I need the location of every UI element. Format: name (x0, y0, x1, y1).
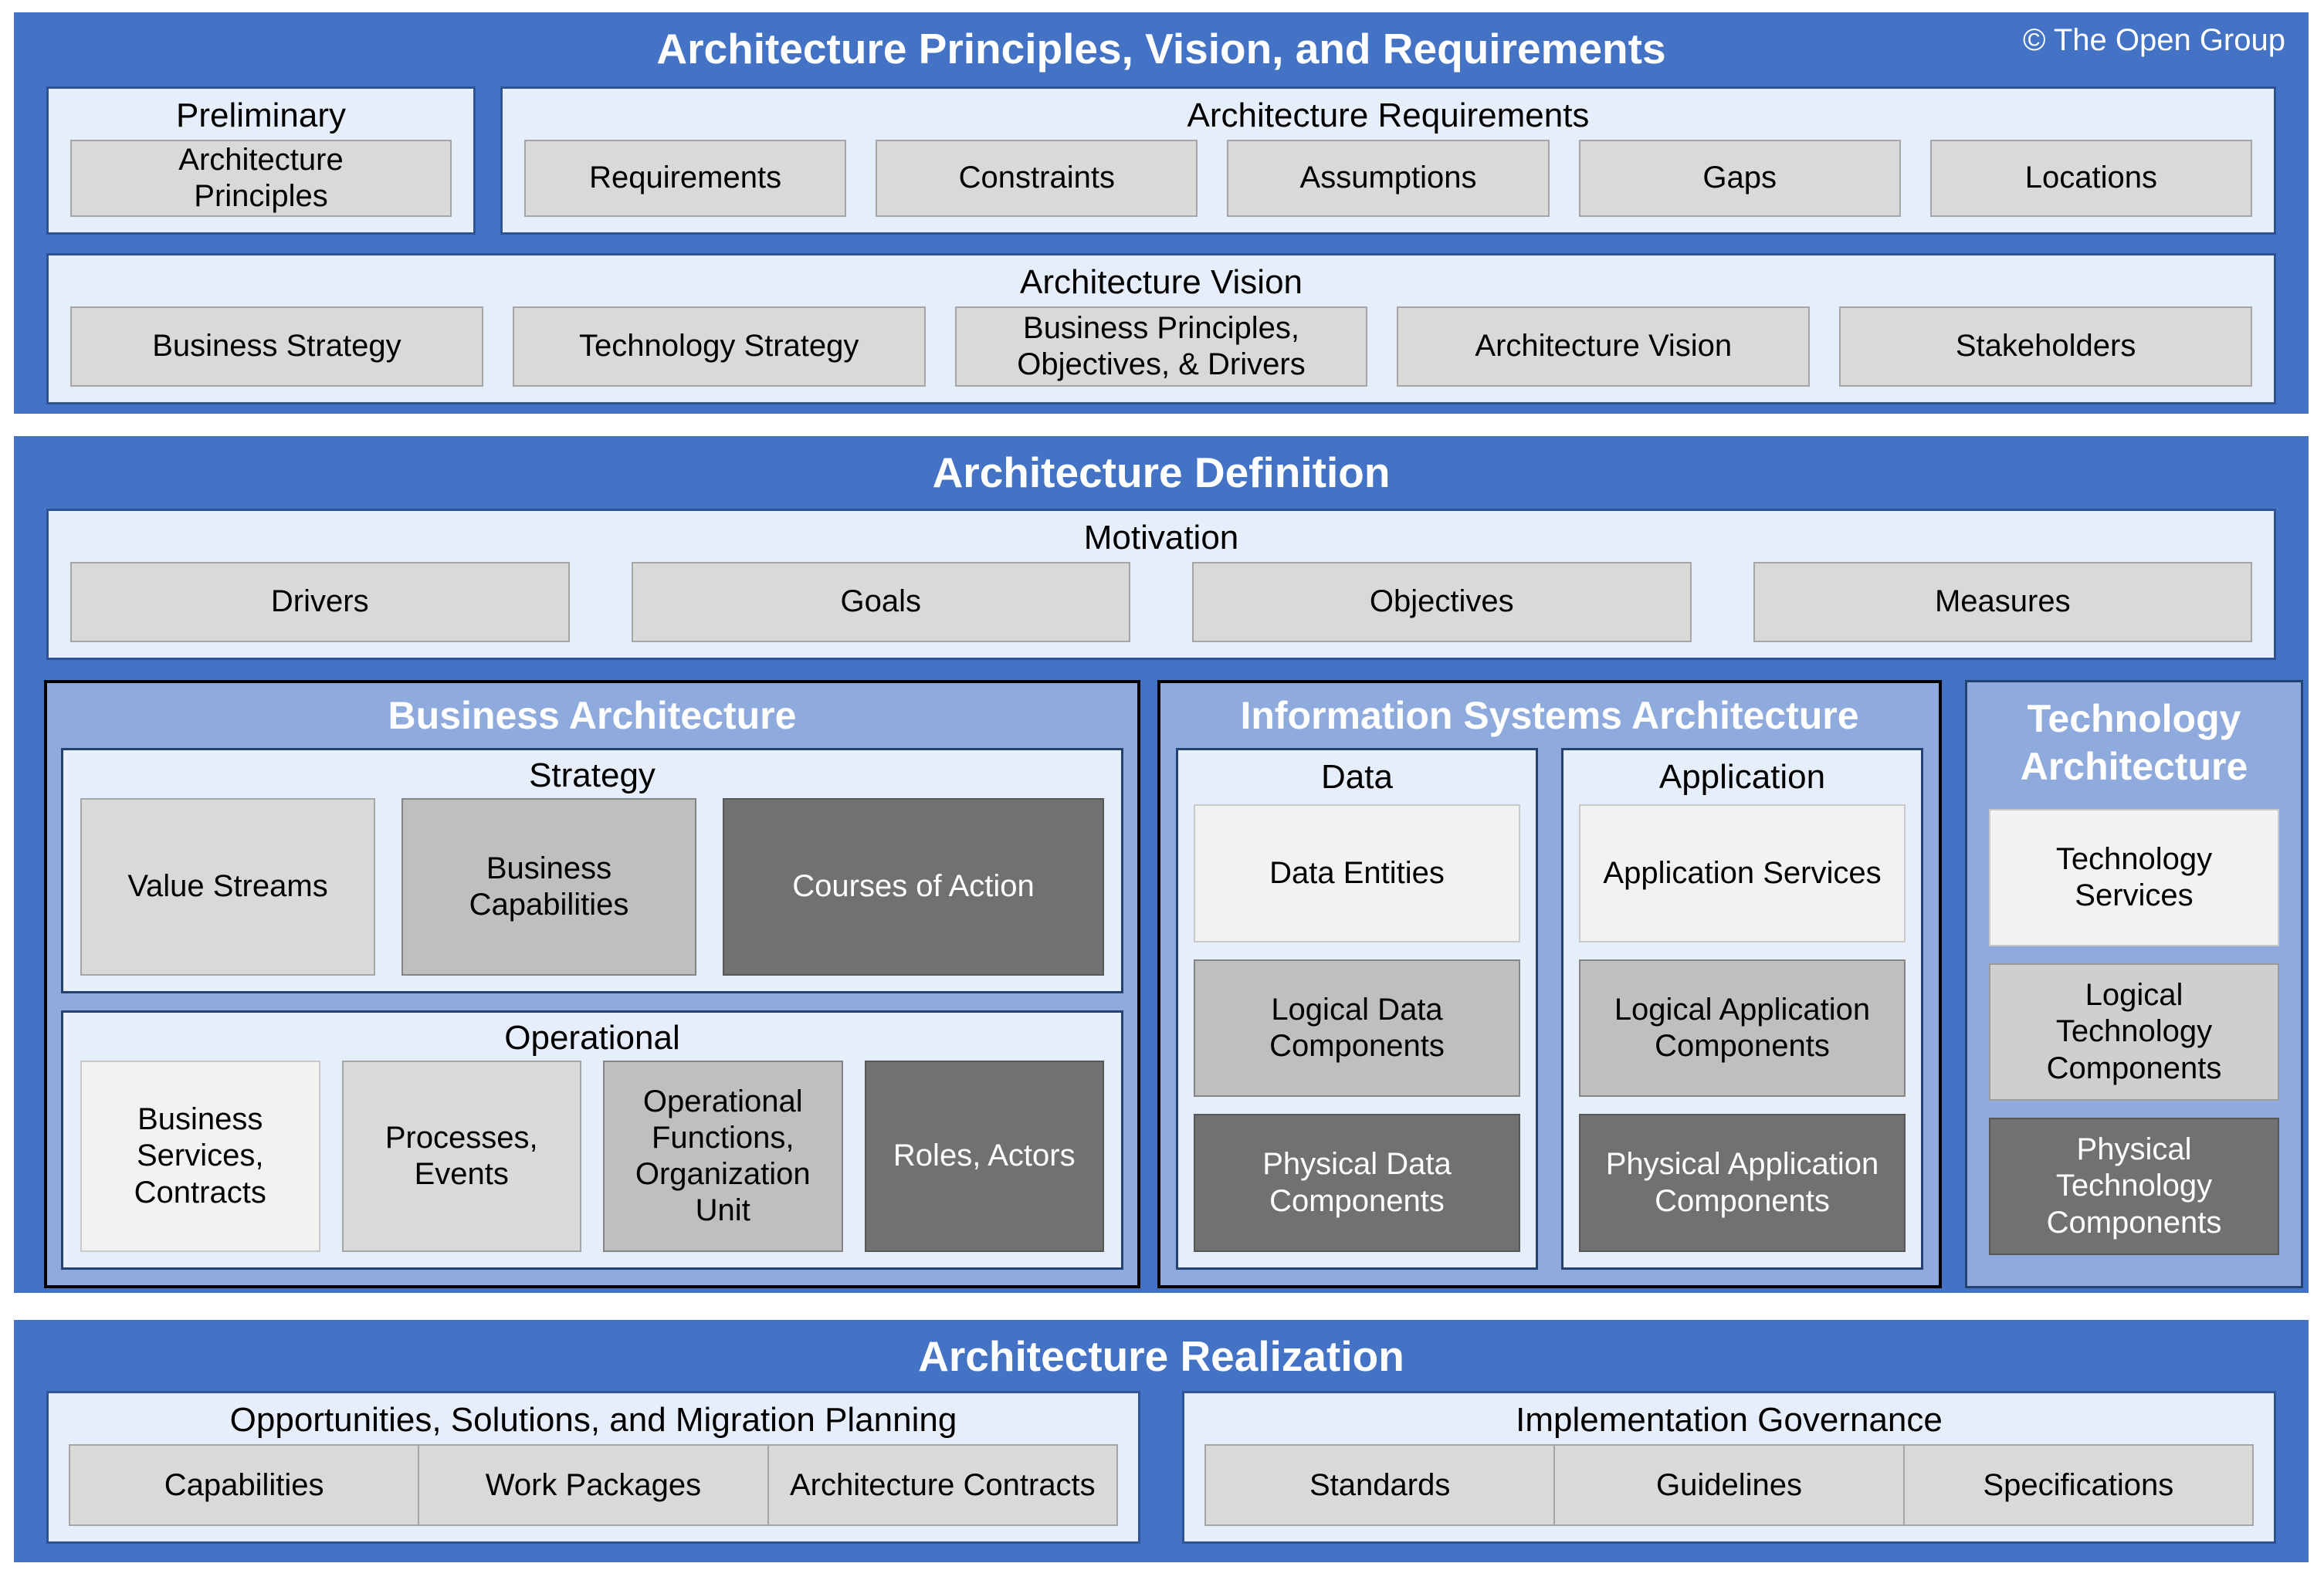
box-constraints: Constraints (876, 140, 1198, 217)
panel-label-opportunities: Opportunities, Solutions, and Migration … (229, 1401, 957, 1439)
box-locations: Locations (1929, 140, 2253, 217)
box-logical-technology-components: Logical Technology Components (1989, 963, 2279, 1101)
box-logical-data-components: Logical Data Components (1194, 959, 1520, 1098)
copyright-notice: © The Open Group (2022, 23, 2285, 57)
panel-label-preliminary: Preliminary (175, 96, 347, 134)
box-architecture-contracts: Architecture Contracts (767, 1444, 1118, 1526)
panel-label-motivation: Motivation (1083, 519, 1239, 557)
section-title-definition: Architecture Definition (932, 448, 1391, 496)
operational-boxes: Business Services, Contracts Processes, … (63, 1061, 1121, 1267)
panel-architecture-vision: Architecture Vision Business Strategy Te… (46, 253, 2276, 404)
section-title-realization: Architecture Realization (918, 1332, 1404, 1380)
data-boxes: Data Entities Logical Data Components Ph… (1194, 804, 1520, 1253)
box-application-services: Application Services (1579, 804, 1906, 942)
opportunities-boxes: Capabilities Work Packages Architecture … (69, 1444, 1118, 1526)
panel-motivation: Motivation Drivers Goals Objectives Meas… (46, 509, 2276, 660)
panel-technology-architecture: Technology Architecture Technology Servi… (1965, 680, 2303, 1288)
box-work-packages: Work Packages (418, 1444, 769, 1526)
panel-business-architecture: Business Architecture Strategy Value Str… (44, 680, 1140, 1288)
panel-architecture-requirements: Architecture Requirements Requirements C… (500, 86, 2276, 235)
box-business-services-contracts: Business Services, Contracts (80, 1061, 320, 1252)
strategy-boxes: Value Streams Business Capabilities Cour… (63, 798, 1121, 991)
isa-columns: Data Data Entities Logical Data Componen… (1176, 748, 1923, 1270)
panel-label-operational: Operational (504, 1019, 680, 1057)
business-architecture-title: Business Architecture (388, 694, 797, 737)
technology-architecture-title: Technology Architecture (2020, 697, 2248, 788)
box-technology-services: Technology Services (1989, 809, 2279, 946)
application-boxes: Application Services Logical Application… (1579, 804, 1906, 1253)
panel-operational: Operational Business Services, Contracts… (61, 1010, 1123, 1270)
panel-label-application: Application (1658, 758, 1826, 796)
section-architecture-realization: Architecture Realization Opportunities, … (14, 1320, 2309, 1562)
box-processes-events: Processes, Events (341, 1061, 581, 1252)
box-objectives: Objectives (1192, 562, 1692, 642)
panel-strategy: Strategy Value Streams Business Capabili… (61, 748, 1123, 993)
box-data-entities: Data Entities (1194, 804, 1520, 942)
box-specifications: Specifications (1902, 1444, 2254, 1526)
section-architecture-definition: Architecture Definition Motivation Drive… (14, 436, 2309, 1293)
panel-application: Application Application Services Logical… (1561, 748, 1923, 1270)
box-business-capabilities: Business Capabilities (401, 798, 696, 976)
box-business-strategy: Business Strategy (70, 306, 483, 387)
box-architecture-principles: Architecture Principles (70, 140, 452, 217)
box-standards: Standards (1204, 1444, 1556, 1526)
box-roles-actors: Roles, Actors (864, 1061, 1104, 1252)
panel-label-architecture-requirements: Architecture Requirements (1187, 96, 1590, 134)
box-operational-functions-organization-unit: Operational Functions, Organization Unit (603, 1061, 843, 1252)
panel-label-data: Data (1321, 758, 1393, 796)
governance-boxes: Standards Guidelines Specifications (1204, 1444, 2254, 1526)
panel-data: Data Data Entities Logical Data Componen… (1176, 748, 1538, 1270)
motivation-boxes: Drivers Goals Objectives Measures (49, 562, 2274, 658)
panel-label-implementation-governance: Implementation Governance (1516, 1401, 1943, 1439)
box-logical-application-components: Logical Application Components (1579, 959, 1906, 1098)
box-assumptions: Assumptions (1227, 140, 1550, 217)
vision-boxes: Business Strategy Technology Strategy Bu… (49, 306, 2274, 402)
box-value-streams: Value Streams (80, 798, 375, 976)
box-stakeholders: Stakeholders (1839, 306, 2252, 387)
requirements-boxes: Requirements Constraints Assumptions Gap… (503, 140, 2274, 232)
box-physical-technology-components: Physical Technology Components (1989, 1118, 2279, 1255)
box-requirements: Requirements (524, 140, 847, 217)
box-goals: Goals (631, 562, 1130, 642)
section-principles-vision-requirements: Architecture Principles, Vision, and Req… (14, 12, 2309, 414)
box-drivers: Drivers (70, 562, 570, 642)
box-physical-data-components: Physical Data Components (1194, 1114, 1520, 1253)
box-measures: Measures (1753, 562, 2252, 642)
box-architecture-vision: Architecture Vision (1397, 306, 1811, 387)
row-realization-panels: Opportunities, Solutions, and Migration … (46, 1391, 2276, 1544)
panel-opportunities-solutions-migration-planning: Opportunities, Solutions, and Migration … (46, 1391, 1140, 1544)
panel-preliminary: Preliminary Architecture Principles (46, 86, 476, 235)
box-courses-of-action: Courses of Action (723, 798, 1104, 976)
panel-label-architecture-vision: Architecture Vision (1019, 263, 1303, 301)
box-gaps: Gaps (1578, 140, 1901, 217)
box-physical-application-components: Physical Application Components (1579, 1114, 1906, 1253)
box-guidelines: Guidelines (1553, 1444, 1905, 1526)
box-technology-strategy: Technology Strategy (512, 306, 926, 387)
preliminary-boxes: Architecture Principles (49, 140, 473, 232)
row-preliminary-requirements: Preliminary Architecture Principles Arch… (46, 86, 2276, 235)
panel-label-strategy: Strategy (529, 756, 656, 794)
section-title-principles: Architecture Principles, Vision, and Req… (656, 25, 1666, 73)
technology-boxes: Technology Services Logical Technology C… (1989, 809, 2279, 1255)
box-capabilities: Capabilities (69, 1444, 420, 1526)
row-architecture-vision: Architecture Vision Business Strategy Te… (46, 253, 2276, 404)
row-architecture-domains: Business Architecture Strategy Value Str… (44, 680, 2303, 1288)
information-systems-architecture-title: Information Systems Architecture (1240, 694, 1859, 737)
panel-information-systems-architecture: Information Systems Architecture Data Da… (1157, 680, 1942, 1288)
panel-implementation-governance: Implementation Governance Standards Guid… (1182, 1391, 2276, 1544)
box-business-principles-objectives-drivers: Business Principles, Objectives, & Drive… (954, 306, 1368, 387)
